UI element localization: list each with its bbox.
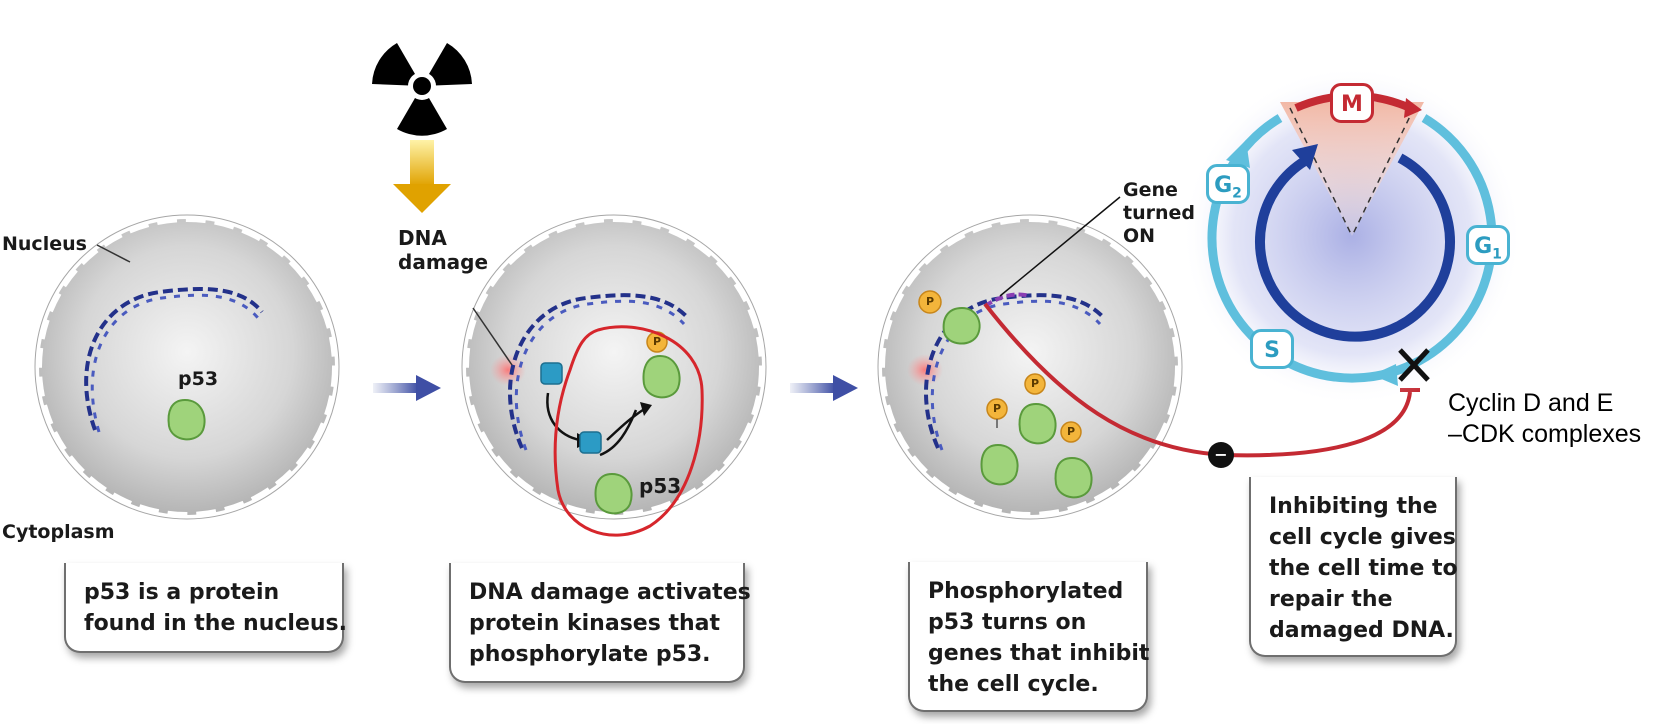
gene-turned-on-label: Gene turned ON [1123,179,1195,247]
phosphate-tag: P [992,402,1002,415]
dna-helix-2 [507,293,690,449]
step-arrow-2 [790,375,858,401]
cytoplasm-label: Cytoplasm [2,521,115,543]
phase-m-badge: M [1330,83,1374,123]
phosphate-tag: P [925,295,935,308]
kinase-icon [540,362,563,385]
radiation-arrow [393,140,451,213]
radiation-icon [372,43,472,136]
phase-s-badge: S [1250,329,1294,369]
p53-bound-icon [942,306,981,345]
dna-helix-1 [84,286,264,431]
cell-1 [34,214,340,520]
step-arrow-1 [373,375,441,401]
p53-phosphorylated-icon [1054,456,1093,499]
dna-helix-3 [923,293,1106,449]
cell-3 [877,196,1183,520]
highlight-outline [553,325,704,537]
nucleus-label: Nucleus [2,233,87,255]
inhibit-sign: − [1214,445,1228,464]
p53-label-cell1: p53 [178,368,219,390]
cycle-ring-outer [1207,114,1497,383]
cell-cycle [1182,66,1522,406]
cycle-ring-inner [1255,153,1455,342]
caption-step3: Phosphorylated p53 turns on genes that i… [908,562,1149,712]
p53-protein-icon [167,398,206,441]
phosphate-tag: P [1030,377,1040,390]
caption-step1: p53 is a protein found in the nucleus. [64,563,347,653]
phosphate-tag: P [652,335,662,348]
dna-damage-label: DNA damage [398,226,489,274]
caption-step4: Inhibiting the cell cycle gives the cell… [1249,477,1458,657]
p53-label-cell2: p53 [639,474,682,498]
p53-phosphorylated-icon [642,354,681,399]
inhibit-icon [1208,442,1234,468]
cell-2 [461,214,767,537]
phase-g1-badge: G1 [1466,225,1510,265]
phase-g2-badge: G2 [1206,164,1250,204]
activated-gene [983,292,1031,308]
kinase-icon-active [579,431,602,454]
p53-protein-icon [594,472,633,515]
p53-phosphorylated-icon [1018,402,1057,445]
phosphate-tag: P [1066,425,1076,438]
cyclin-cdk-label: Cyclin D and E –CDK complexes [1448,389,1642,449]
caption-step2: DNA damage activates protein kinases tha… [449,563,751,683]
p53-phosphorylated-icon [980,443,1019,486]
